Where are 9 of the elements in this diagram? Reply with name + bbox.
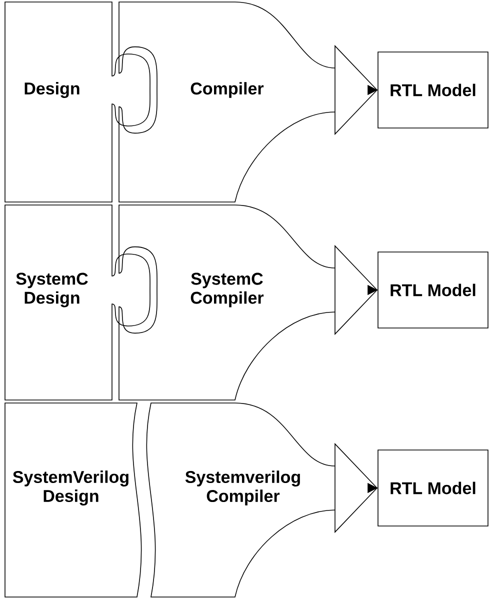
model-box: RTL Model (378, 252, 488, 328)
puzzle-piece: SystemVerilog Design (4, 402, 142, 598)
puzzle-piece: Systemverilog Compiler (146, 402, 336, 598)
model-box: RTL Model (378, 52, 488, 128)
puzzle-piece: SystemC Design (4, 204, 150, 400)
model-box: RTL Model (378, 450, 488, 526)
puzzle-piece: SystemC Compiler (118, 204, 336, 400)
puzzle-piece: Design (4, 2, 150, 202)
puzzle-piece: Compiler (118, 2, 336, 202)
